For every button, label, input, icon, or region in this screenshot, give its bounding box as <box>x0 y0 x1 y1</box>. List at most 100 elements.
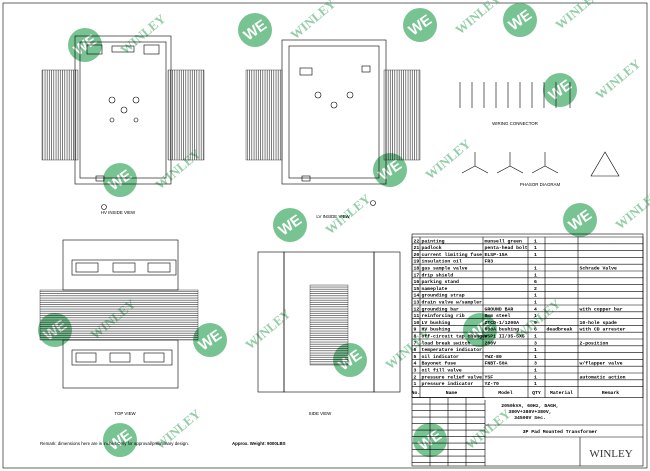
bom-cell-qty: 1 <box>534 238 537 244</box>
bom-cell-name: drain valve w/sampler <box>422 300 483 306</box>
bom-cell-model: FNBT-50A <box>485 361 508 367</box>
bom-cell-model: ZTCD-1/1200A <box>485 320 520 326</box>
bom-cell-no: 13 <box>414 300 420 306</box>
bom-cell-qty: 1 <box>534 374 537 380</box>
bom-cell-qty: 6 <box>534 327 537 333</box>
bom-cell-name: Bayonet fuse <box>422 361 457 367</box>
bom-cell-name: nameplate <box>422 286 448 292</box>
top-view-label: TOP VIEW <box>114 411 136 416</box>
watermark-logo: WE <box>273 208 307 242</box>
bom-cell-qty: 1 <box>534 266 537 272</box>
bom-cell-name: current limiting fuse <box>422 252 483 258</box>
watermark-text: WINLEY <box>117 11 169 58</box>
watermark-logo: WE <box>503 3 537 37</box>
bom-header-remark: Remark <box>602 390 619 396</box>
bom-cell-no: 4 <box>414 361 417 367</box>
bom-cell-model: penta-head bolt <box>485 245 528 251</box>
bom-cell-no: 9 <box>414 327 417 333</box>
bom-cell-no: 11 <box>414 313 420 319</box>
hv-inside-view-label: HV INSIDE VIEW <box>101 210 136 215</box>
bom-cell-qty: 1 <box>534 354 537 360</box>
bom-cell-qty: 1 <box>534 293 537 299</box>
bom-cell-remark: w/flapper valve <box>580 361 623 367</box>
bom-cell-qty: 1 <box>534 347 537 353</box>
watermark-logo: WE <box>563 203 597 237</box>
phasor-diagram-label: PHASOR DIAGRAM <box>520 182 561 187</box>
bom-cell-remark: with copper bar <box>580 306 623 312</box>
bom-cell-no: 22 <box>414 238 420 244</box>
watermark-logo: WE <box>463 313 497 347</box>
bom-cell-name: oil fill valve <box>422 368 462 374</box>
watermark-text: WINLEY <box>422 136 474 183</box>
bom-cell-no: 6 <box>414 347 417 353</box>
side-view: SIDE VIEW <box>257 251 401 416</box>
watermark-logo: WE <box>403 8 437 42</box>
spec-line: 34500V Sec. <box>514 415 546 421</box>
bom-header-material: Material <box>550 390 573 396</box>
bom-cell-remark: 2-position <box>580 340 609 346</box>
radiator-right <box>167 69 205 161</box>
watermark-text: WINLEY <box>552 0 604 32</box>
bom-cell-model: munsell green <box>485 238 523 244</box>
spec-line: 380V+380V+380V, <box>508 409 551 415</box>
bom-cell-model: YSF <box>485 374 494 380</box>
bom-cell-no: 18 <box>414 266 420 272</box>
watermark-logo: WE <box>543 73 577 107</box>
bom-cell-remark: Schrade Valve <box>580 266 618 272</box>
bom-cell-no: 20 <box>414 252 420 258</box>
tank-outline <box>74 35 172 185</box>
bom-cell-name: padlock <box>422 245 442 251</box>
bom-cell-qty: 4 <box>534 306 537 312</box>
bom-cell-no: 17 <box>414 272 420 278</box>
bushing-box <box>86 44 103 55</box>
bom-cell-qty: 1 <box>534 300 537 306</box>
bom-cell-no: 7 <box>414 340 417 346</box>
bom-cell-no: 5 <box>414 354 417 360</box>
bom-cell-name: insulation oil <box>422 259 462 265</box>
bom-cell-model: WSP1 II/35-5X5 <box>485 334 525 340</box>
bom-cell-name: temperature indicator <box>422 347 483 353</box>
bom-cell-model: FR3 <box>485 259 494 265</box>
bom-cell-no: 3 <box>414 368 417 374</box>
bom-cell-qty: 2 <box>534 286 537 292</box>
watermark-logo: WE <box>193 323 227 357</box>
watermark-text: WINLEY <box>612 186 650 233</box>
bom-header-name: Name <box>446 390 458 396</box>
remark-note: Remark: dimensions here are in inches.On… <box>40 441 189 446</box>
bom-cell-model: 8mm steel <box>485 313 511 319</box>
bom-cell-qty: 1 <box>534 313 537 319</box>
bom-cell-no: 1 <box>414 381 417 387</box>
bom-cell-name: grounding bar <box>422 306 460 312</box>
bom-cell-model: YWZ-80 <box>485 354 502 360</box>
spec-line: 2050kVA, 60Hz, DAGH, <box>501 403 559 409</box>
bom-cell-model: YZ-70 <box>485 381 500 387</box>
bom-cell-name: load break switch <box>422 340 471 346</box>
bom-header-model: Model <box>498 390 513 396</box>
watermark-text: WINLEY <box>452 0 504 37</box>
watermark-text: WINLEY <box>462 406 514 453</box>
bom-cell-name: painting <box>422 238 445 244</box>
bom-cell-qty: 1 <box>534 334 537 340</box>
bom-cell-qty: 3 <box>534 340 537 346</box>
bom-cell-name: LV bushing <box>422 320 451 326</box>
bom-row: 6 temperature indicator 1 <box>412 347 643 353</box>
lv-inside-view-label: LV INSIDE VIEW <box>316 214 350 219</box>
bom-cell-remark: with CD arrester <box>580 327 626 333</box>
bom-cell-no: 16 <box>414 279 420 285</box>
bom-cell-qty: 1 <box>534 245 537 251</box>
top-view: TOP VIEW <box>39 239 199 416</box>
bom-cell-no: 15 <box>414 286 420 292</box>
lv-inside-view: LV INSIDE VIEW <box>245 39 421 219</box>
